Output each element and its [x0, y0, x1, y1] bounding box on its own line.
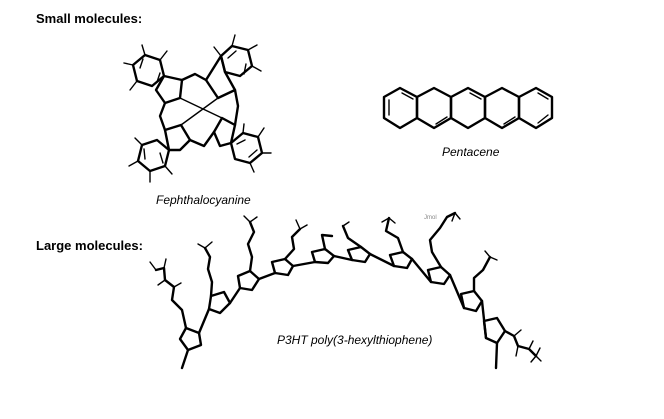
thiophene-ring-7 [388, 250, 414, 270]
p3ht-caption: P3HT poly(3-hexylthiophene) [277, 333, 433, 347]
thiophene-ring-1 [178, 326, 203, 352]
pentacene-caption: Pentacene [442, 145, 500, 159]
thiophene-ring-3 [236, 269, 261, 292]
phthalocyanine-structure [123, 34, 272, 183]
aza-bridge-top [180, 72, 208, 82]
large-molecules-heading: Large molecules: [36, 238, 143, 253]
small-molecules-heading: Small molecules: [36, 11, 143, 26]
benzo-ring-top-left [131, 53, 166, 88]
thiophene-ring-5 [310, 247, 336, 265]
thiophene-ring-6 [346, 245, 372, 264]
aza-bridge-left [158, 101, 167, 132]
thiophene-ring-4 [270, 257, 295, 277]
pentacene-ring-4 [483, 86, 521, 130]
pyrrole-bottom-left [163, 123, 192, 152]
pyrrole-bottom-right [212, 116, 237, 148]
jmol-watermark: Jmol [424, 215, 437, 221]
fe-n-bond-2 [180, 97, 219, 126]
pentacene-ring-3 [449, 86, 487, 130]
hexyl-chain-9 [472, 255, 492, 293]
pyrrole-top-left [154, 74, 184, 105]
phthalocyanine-caption: Fephthalocyanine [156, 193, 251, 207]
thiophene-ring-2 [207, 290, 232, 315]
pentacene-structure [382, 86, 554, 130]
fe-n-bond-1 [179, 97, 223, 119]
hexyl-chain-7 [384, 216, 405, 254]
hexyl-chain-5 [320, 233, 334, 251]
thiophene-ring-10 [482, 316, 507, 345]
benzo-ring-bottom-right [229, 131, 264, 165]
hexyl-chain-4 [283, 227, 302, 261]
pyrrole-top-right [204, 54, 237, 100]
benzo-ring-bottom-left [136, 138, 171, 173]
pentacene-ring-2 [415, 86, 453, 130]
hexyl-chain-6 [341, 224, 363, 249]
hexyl-chain-8 [428, 211, 457, 269]
aza-bridge-right [233, 88, 240, 127]
p3ht-structure [149, 211, 542, 370]
aza-bridge-bottom [188, 130, 216, 148]
pentacene-ring-5 [517, 86, 554, 130]
hexyl-chain-2 [203, 246, 214, 298]
hexyl-chain-1 [154, 266, 188, 330]
hexyl-chain-3 [246, 220, 256, 273]
